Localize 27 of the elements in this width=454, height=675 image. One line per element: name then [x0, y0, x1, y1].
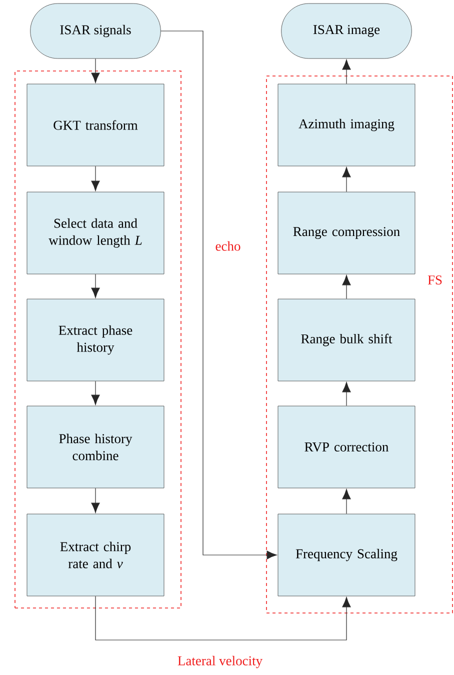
process-box: Select data and window length L	[26, 192, 164, 274]
arrow	[91, 380, 100, 405]
arrow	[342, 275, 351, 300]
arrow	[342, 489, 351, 514]
process-box: Range compression	[278, 192, 416, 274]
edge-label: Lateral velocity	[176, 654, 264, 670]
arrow	[342, 382, 351, 406]
process-box: Azimuth imaging	[278, 84, 416, 166]
terminal-box: ISAR image	[281, 3, 412, 59]
arrow	[160, 30, 277, 560]
arrow	[91, 488, 100, 513]
edge-label: echo	[214, 240, 242, 252]
dashed-group	[14, 70, 182, 608]
process-box: Extract chirp rate and v	[26, 514, 164, 596]
arrow	[91, 58, 100, 83]
process-box: Phase history combine	[26, 406, 164, 488]
arrow	[95, 596, 351, 640]
arrow	[91, 274, 100, 298]
arrow	[91, 166, 100, 191]
process-box: Frequency Scaling	[278, 514, 416, 596]
arrow	[342, 60, 351, 84]
process-box: RVP correction	[278, 406, 416, 488]
terminal-box: ISAR signals	[30, 3, 161, 59]
process-box: GKT transform	[26, 84, 164, 166]
arrow	[342, 167, 351, 192]
process-box: Extract phase history	[26, 298, 164, 382]
process-box: Range bulk shift	[278, 298, 416, 382]
